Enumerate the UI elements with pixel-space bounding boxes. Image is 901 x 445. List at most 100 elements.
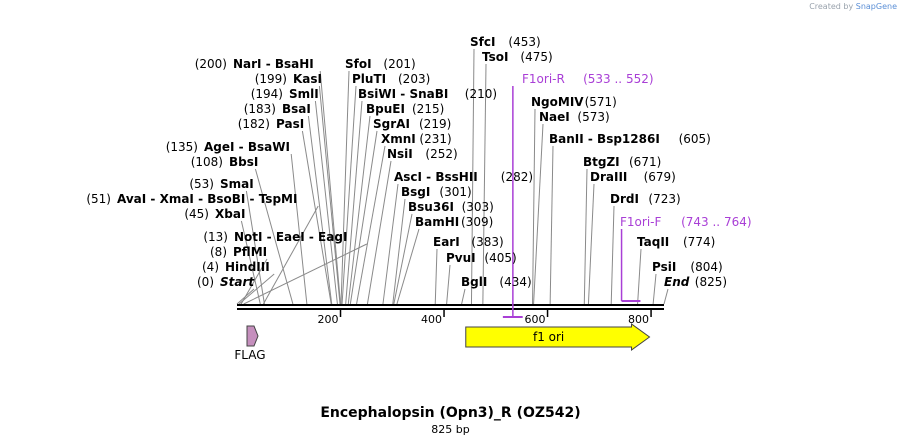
enzyme-name: PluTI bbox=[352, 72, 386, 86]
enzyme-leader-line bbox=[533, 123, 544, 305]
enzyme-name: DraIII bbox=[590, 170, 627, 184]
enzyme-label-sgrai: SgrAI(219) bbox=[373, 117, 451, 131]
enzyme-leader-line bbox=[290, 153, 308, 305]
enzyme-leader-line bbox=[470, 48, 475, 305]
enzyme-name: PvuI bbox=[446, 251, 476, 265]
enzyme-name: HindIII bbox=[225, 260, 270, 274]
enzyme-name: SmlI bbox=[289, 87, 319, 101]
enzyme-name: TaqII bbox=[637, 235, 669, 249]
enzyme-leader-line bbox=[392, 198, 406, 305]
enzyme-site-position: (405) bbox=[484, 251, 516, 265]
enzyme-site-position: (671) bbox=[629, 155, 661, 169]
enzyme-name: DrdI bbox=[610, 192, 639, 206]
enzyme-site-position: (203) bbox=[398, 72, 430, 86]
enzyme-site-position: (825) bbox=[695, 275, 727, 289]
enzyme-leader-line bbox=[366, 160, 392, 305]
enzyme-site-position: (194) bbox=[251, 87, 283, 101]
enzyme-leader-line bbox=[532, 108, 536, 305]
enzyme-label-asci-bsshii: AscI - BssHII(282) bbox=[394, 170, 533, 184]
enzyme-label-naei: NaeI(573) bbox=[539, 110, 610, 124]
enzyme-name: Start bbox=[220, 275, 255, 289]
enzyme-leader-line bbox=[356, 145, 386, 305]
enzyme-leader-line bbox=[262, 205, 319, 305]
enzyme-leader-line bbox=[347, 115, 371, 305]
enzyme-name: BsaI bbox=[282, 102, 311, 116]
primer-name: F1ori-F bbox=[620, 215, 661, 229]
enzyme-site-position: (774) bbox=[683, 235, 715, 249]
enzyme-label-bsiwi-snabi: BsiWI - SnaBI(210) bbox=[358, 87, 497, 101]
enzyme-leader-line bbox=[663, 288, 669, 305]
enzyme-name: PsiI bbox=[652, 260, 676, 274]
enzyme-label-hindiii: (4) HindIII bbox=[202, 260, 270, 274]
enzyme-site-position: (301) bbox=[439, 185, 471, 199]
enzyme-leader-line bbox=[345, 100, 363, 305]
enzyme-site-position: (53) bbox=[189, 177, 214, 191]
enzyme-site-position: (383) bbox=[471, 235, 503, 249]
primer-f1ori-f: F1ori-F (743 .. 764) bbox=[620, 215, 752, 302]
feature-arrow bbox=[465, 323, 651, 351]
feature-f1-ori: f1 ori bbox=[465, 323, 651, 351]
enzyme-leader-line bbox=[637, 248, 642, 305]
enzyme-label-bsai: (183)BsaI bbox=[244, 102, 311, 116]
enzyme-leader-line bbox=[583, 168, 588, 305]
enzyme-name: End bbox=[664, 275, 690, 289]
enzyme-site-position: (135) bbox=[166, 140, 198, 154]
enzyme-leader-line bbox=[587, 183, 595, 305]
enzyme-label-start: (0)Start bbox=[197, 275, 255, 289]
feature-arrow bbox=[246, 325, 259, 347]
enzyme-label-smli: (194) SmlI bbox=[251, 87, 319, 101]
enzyme-name: NotI - EaeI - EagI bbox=[234, 230, 347, 244]
enzyme-site-position: (679) bbox=[644, 170, 676, 184]
enzyme-name: NarI - BsaHI bbox=[233, 57, 314, 71]
enzyme-name: AvaI - XmaI - BsoBI - TspMI bbox=[117, 192, 297, 206]
enzyme-name: SmaI bbox=[220, 177, 254, 191]
enzyme-name: XmnI bbox=[381, 132, 416, 146]
enzyme-leader-line bbox=[610, 205, 615, 305]
enzyme-name: NsiI bbox=[387, 147, 413, 161]
primer-range: (743 .. 764) bbox=[681, 215, 751, 229]
enzyme-label-agei-bsawi: (135) AgeI - BsaWI bbox=[166, 140, 290, 154]
enzyme-label-noti-eaei-eagi: (13)NotI - EaeI - EagI bbox=[203, 230, 347, 244]
backbone bbox=[237, 304, 664, 310]
enzyme-label-kasi: (199)KasI bbox=[255, 72, 322, 86]
enzyme-name: BanII - Bsp1286I bbox=[549, 132, 660, 146]
enzyme-site-position: (571) bbox=[585, 95, 617, 109]
enzyme-label-eari: EarI(383) bbox=[433, 235, 504, 249]
enzyme-label-bgli: BglI(434) bbox=[461, 275, 532, 289]
enzyme-name: TsoI bbox=[482, 50, 508, 64]
enzyme-leader-line bbox=[240, 220, 261, 305]
enzyme-label-smai: (53) SmaI bbox=[189, 177, 253, 191]
enzyme-name: BamHI bbox=[415, 215, 459, 229]
enzyme-label-nsii: NsiI (252) bbox=[387, 147, 458, 161]
enzyme-name: BsiWI - SnaBI bbox=[358, 87, 448, 101]
enzyme-label-pvui: PvuI (405) bbox=[446, 251, 517, 265]
enzyme-label-banii-bsp1286i: BanII - Bsp1286I(605) bbox=[549, 132, 711, 146]
enzyme-leader-line bbox=[307, 115, 333, 305]
enzyme-label-sfoi: SfoI(201) bbox=[345, 57, 416, 71]
enzyme-site-position: (252) bbox=[425, 147, 457, 161]
enzyme-site-position: (4) bbox=[202, 260, 219, 274]
enzyme-leader-line bbox=[446, 264, 451, 305]
enzyme-label-btgzi: BtgZI(671) bbox=[583, 155, 661, 169]
enzyme-leader-line bbox=[238, 273, 275, 305]
enzyme-label-end: End (825) bbox=[664, 275, 727, 289]
primer-name: F1ori-R bbox=[522, 72, 565, 86]
enzyme-leader-line bbox=[341, 85, 357, 305]
enzyme-site-position: (309) bbox=[461, 215, 493, 229]
enzyme-leader-line bbox=[236, 288, 255, 305]
enzyme-leader-line bbox=[319, 70, 342, 305]
enzyme-name: AgeI - BsaWI bbox=[204, 140, 290, 154]
enzyme-name: SgrAI bbox=[373, 117, 410, 131]
enzyme-leader-line bbox=[461, 288, 466, 305]
enzyme-label-draiii: DraIII (679) bbox=[590, 170, 676, 184]
enzyme-name: PflMI bbox=[233, 245, 267, 259]
enzyme-label-sfci: SfcI(453) bbox=[470, 35, 541, 49]
enzyme-leader-line bbox=[340, 70, 350, 305]
enzyme-name: BglI bbox=[461, 275, 487, 289]
enzyme-site-position: (723) bbox=[648, 192, 680, 206]
enzyme-site-position: (8) bbox=[210, 245, 227, 259]
enzyme-name: NaeI bbox=[539, 110, 570, 124]
ruler-tick-label: 600 bbox=[525, 313, 546, 326]
enzyme-site-position: (45) bbox=[184, 207, 209, 221]
enzyme-leader-line bbox=[482, 63, 487, 305]
